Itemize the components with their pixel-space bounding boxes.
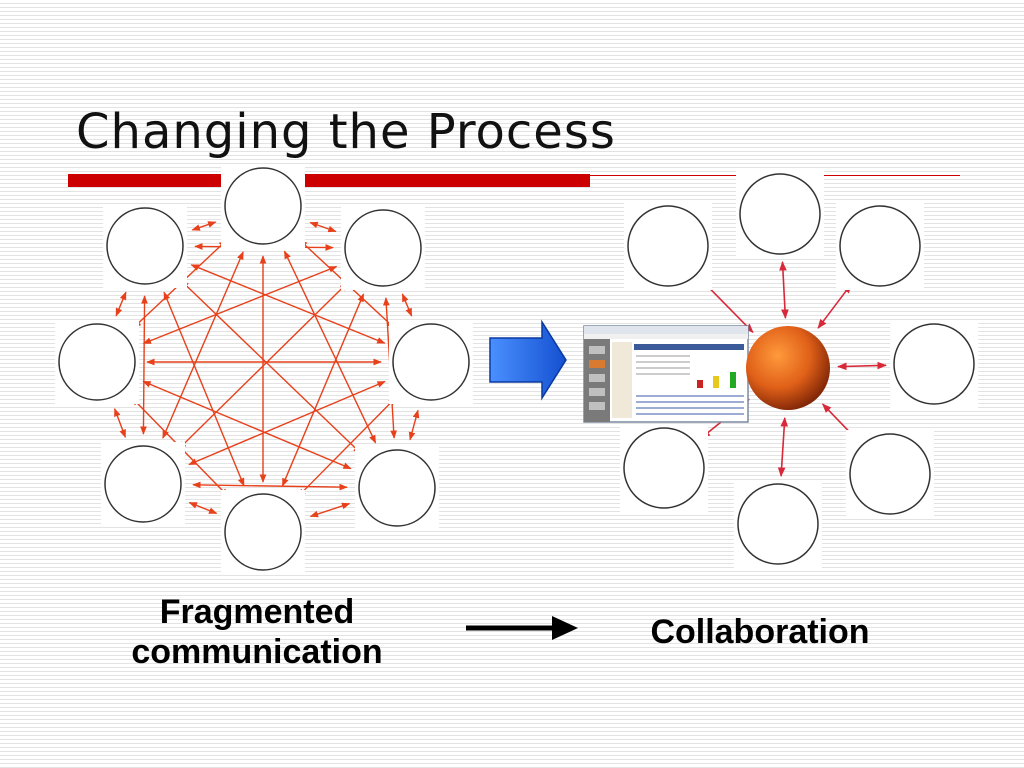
man-at-computer-icon bbox=[103, 204, 187, 288]
hub-spoke-arrow bbox=[779, 260, 789, 320]
man-at-computer-icon bbox=[624, 202, 712, 290]
caption-fragmented: Fragmented communication bbox=[131, 593, 383, 671]
software-window-icon bbox=[583, 325, 749, 423]
engineer-hardhat-icon bbox=[846, 430, 934, 518]
mesh-arrow bbox=[115, 291, 127, 317]
hub-spoke-arrow bbox=[817, 283, 852, 329]
mesh-arrow bbox=[192, 481, 348, 491]
mesh-arrow bbox=[113, 407, 127, 439]
engineer-hardhat-icon bbox=[355, 446, 439, 530]
building-icon bbox=[341, 206, 425, 290]
title-rule-red bbox=[68, 174, 590, 187]
worker-phone-icon bbox=[55, 320, 139, 404]
mesh-arrow bbox=[191, 221, 217, 231]
mesh-arrow bbox=[188, 501, 218, 515]
mesh-arrow bbox=[408, 409, 420, 441]
surveyor-icon bbox=[890, 320, 978, 408]
mesh-arrow bbox=[309, 502, 351, 518]
hub-spoke-arrow bbox=[777, 416, 789, 478]
slide-title: Changing the Process bbox=[76, 104, 616, 160]
building-icon bbox=[836, 202, 924, 290]
collaboration-hub-icon bbox=[746, 326, 830, 410]
man-on-phone-laptop-icon bbox=[101, 442, 185, 526]
mesh-arrow bbox=[180, 280, 362, 454]
caption-collaboration: Collaboration bbox=[650, 613, 870, 651]
hub-spoke-arrow bbox=[837, 361, 887, 371]
mesh-arrow bbox=[401, 293, 413, 317]
man-portrait-icon bbox=[221, 490, 305, 574]
caption-arrow-icon bbox=[552, 616, 578, 640]
mesh-arrow bbox=[163, 291, 245, 487]
man-portrait-icon bbox=[734, 480, 822, 568]
mesh-arrow bbox=[309, 221, 337, 233]
woman-on-phone-icon bbox=[736, 170, 824, 258]
woman-on-phone-icon bbox=[221, 164, 305, 248]
surveyor-icon bbox=[389, 320, 473, 404]
transition-arrow-icon bbox=[489, 319, 567, 401]
mesh-arrow bbox=[140, 295, 148, 435]
man-on-phone-laptop-icon bbox=[620, 424, 708, 512]
